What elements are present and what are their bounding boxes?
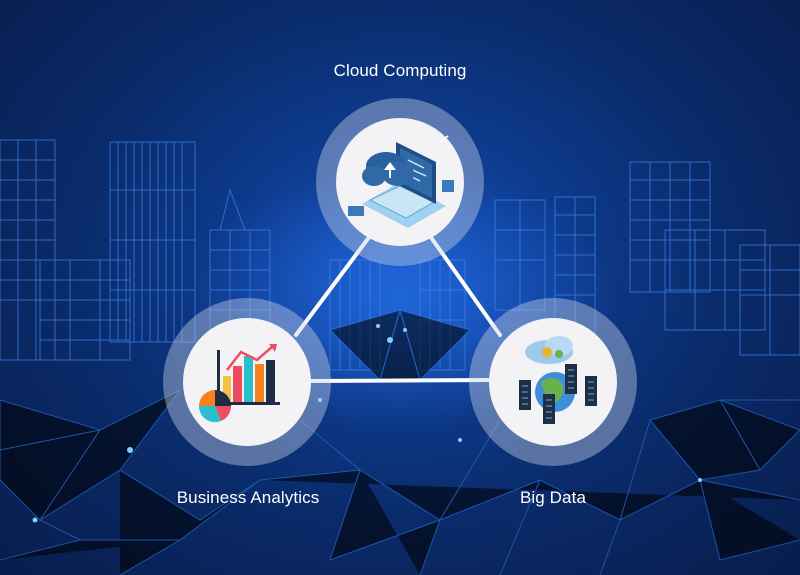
node-label-big-data: Big Data [519,488,587,507]
edge-cloud-bigdata [428,234,502,337]
servers-globe-icon [519,336,597,424]
node-business-analytics [163,298,331,466]
node-cloud-computing [316,98,484,266]
cloud-laptop-icon [348,135,454,228]
edge-analytics-bigdata [308,378,492,383]
node-label-business-analytics: Business Analytics [176,488,320,507]
node-label-cloud-computing: Cloud Computing [333,61,467,80]
bar-pie-chart-icon [198,344,280,423]
node-big-data [469,298,637,466]
edge-cloud-analytics [294,234,372,337]
